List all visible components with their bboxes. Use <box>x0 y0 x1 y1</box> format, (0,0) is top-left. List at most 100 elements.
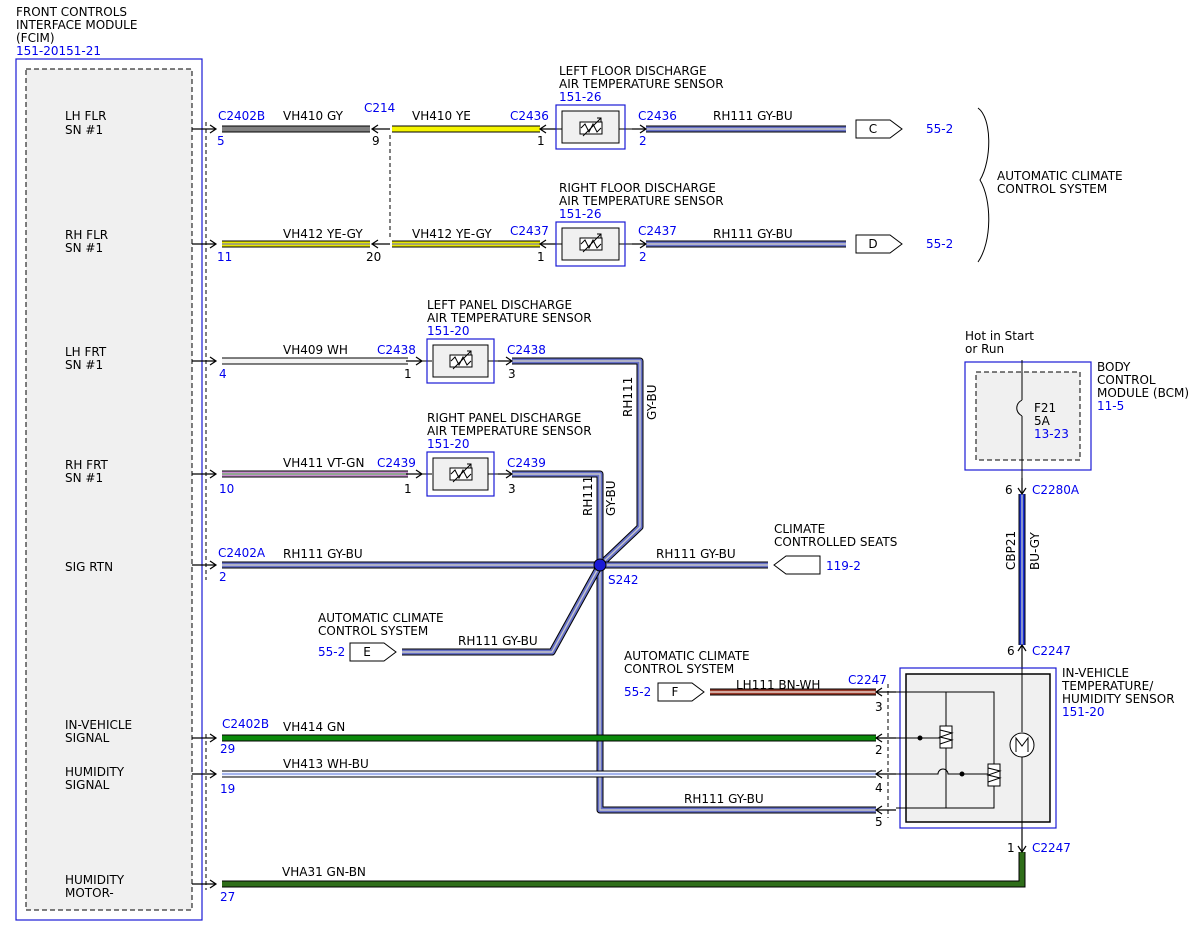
wire-rh111-rpanel-stripe <box>512 473 876 811</box>
bcm-module: Hot in Start or Run F21 5A 13-23 BODY CO… <box>964 329 1189 478</box>
fcim-pin-invehicle-2: SIGNAL <box>65 731 110 745</box>
sensor-lp-line-2: AIR TEMPERATURE SENSOR <box>427 311 592 325</box>
sensor-lf-line-1: LEFT FLOOR DISCHARGE <box>559 64 707 78</box>
fcim-pin-labels: LH FLR SN #1 RH FLR SN #1 LH FRT SN #1 R… <box>65 109 132 900</box>
wire-vha31 <box>222 852 1025 887</box>
fcim-pin-lh-flr-1: LH FLR <box>65 109 106 123</box>
wire-rh111-e-stripe <box>402 564 601 653</box>
offpage-ref-seats: CLIMATE CONTROLLED SEATS 119-2 <box>773 522 897 575</box>
connector-names: C2402B C214 C2436 C2436 C2437 C2437 C243… <box>218 101 1080 855</box>
pin-11: 11 <box>217 250 232 264</box>
fcim-pin-rh-flr-2: SN #1 <box>65 241 103 255</box>
connector-c214: C214 <box>364 101 395 115</box>
pin-c2436-2: 2 <box>639 134 647 148</box>
connector-c2439-l: C2439 <box>377 456 416 470</box>
arrow-fcim-29 <box>192 733 218 743</box>
wire-labels: VH410 GY VH410 YE VH412 YE-GY VH412 YE-G… <box>282 109 1042 879</box>
fuse-icon <box>1016 399 1023 417</box>
offpage-f-tag: F <box>672 685 679 699</box>
arrow-c2439-1 <box>406 469 424 479</box>
arrow-fcim-10 <box>192 469 218 479</box>
fcim-inner <box>25 68 193 911</box>
pin-c2247-5: 5 <box>875 815 883 829</box>
sensor-left-panel: LEFT PANEL DISCHARGE AIR TEMPERATURE SEN… <box>426 298 592 384</box>
connector-arrows <box>192 124 1027 889</box>
pin-c2438-1: 1 <box>404 367 412 381</box>
offpage-e-page: 55-2 <box>318 645 345 659</box>
wire-label-rh111-sigrtn: RH111 GY-BU <box>283 547 363 561</box>
offpage-ref-f: AUTOMATIC CLIMATE CONTROL SYSTEM F 55-2 <box>624 649 750 702</box>
bcm-title-1: BODY <box>1097 360 1131 374</box>
pin-c2247-2: 2 <box>875 743 883 757</box>
arrow-c2247-2 <box>874 733 896 743</box>
bcm-hot-line-1: Hot in Start <box>965 329 1034 343</box>
fcim-title-line-1: FRONT CONTROLS <box>16 5 127 19</box>
offpage-ref-c: C 55-2 <box>855 119 953 139</box>
pin-20: 20 <box>366 250 381 264</box>
wire-label-rh111-v2: RH111 <box>581 476 595 516</box>
seats-line-2: CONTROLLED SEATS <box>774 535 897 549</box>
pin-19: 19 <box>220 782 235 796</box>
offpage-f-page: 55-2 <box>624 685 651 699</box>
bcm-inner <box>975 371 1081 461</box>
offpage-refs: C 55-2 D 55-2 AUTOMATIC CLIMATE CONTROL … <box>318 107 1123 702</box>
connector-c2247-top: C2247 <box>1032 644 1071 658</box>
fcim-pin-rh-flr-1: RH FLR <box>65 228 108 242</box>
wire-label-vh409: VH409 WH <box>283 343 348 357</box>
thermistor-icon <box>449 350 473 370</box>
connector-c2247-bottom: C2247 <box>1032 841 1071 855</box>
sensor-rp-line-2: AIR TEMPERATURE SENSOR <box>427 424 592 438</box>
sensor-lp-ref: 151-20 <box>427 324 470 338</box>
sensor-lf-outline <box>555 104 626 150</box>
arrow-c2436-1 <box>538 124 556 134</box>
arrow-fcim-4 <box>192 356 218 366</box>
gy-bu-network <box>222 357 876 814</box>
fcim-title-line-3: (FCIM) <box>16 31 55 45</box>
acc-brace-line-1: AUTOMATIC CLIMATE <box>997 169 1123 183</box>
fcim-ref: 151-20151-21 <box>16 44 101 58</box>
thermistor-icon <box>579 117 603 137</box>
connector-c2247-left: C2247 <box>848 673 887 687</box>
sensors: LEFT FLOOR DISCHARGE AIR TEMPERATURE SEN… <box>426 64 724 497</box>
arrow-fcim-5 <box>192 124 218 134</box>
fcim-pin-hmotor-1: HUMIDITY <box>65 873 125 887</box>
pin-c2247-4: 4 <box>875 781 883 795</box>
arrow-fcim-19 <box>192 769 218 779</box>
pin-c2439-3: 3 <box>508 482 516 496</box>
wire-label-vh413: VH413 WH-BU <box>283 757 369 771</box>
wire-label-gy-bu-v1: GY-BU <box>645 384 659 420</box>
seats-line-1: CLIMATE <box>774 522 825 536</box>
fcim-pin-lh-frt-1: LH FRT <box>65 345 107 359</box>
pin-27: 27 <box>220 890 235 904</box>
sensor-right-floor: RIGHT FLOOR DISCHARGE AIR TEMPERATURE SE… <box>555 181 724 267</box>
thermistor-icon <box>449 463 473 483</box>
offpage-c-page: 55-2 <box>926 122 953 136</box>
pin-c2439-1: 1 <box>404 482 412 496</box>
invehicle-title-3: HUMIDITY SENSOR <box>1062 692 1175 706</box>
wire-label-gy-bu-v2: GY-BU <box>604 480 618 516</box>
pin-c2247-3: 3 <box>875 700 883 714</box>
sensor-rf-line-2: AIR TEMPERATURE SENSOR <box>559 194 724 208</box>
fcim-pin-lh-flr-2: SN #1 <box>65 123 103 137</box>
pin-c2280a-6: 6 <box>1005 483 1013 497</box>
offpage-e-line-1: AUTOMATIC CLIMATE <box>318 611 444 625</box>
arrow-c2247-3 <box>874 687 896 697</box>
seats-page: 119-2 <box>826 559 861 573</box>
sensor-lp-outline <box>426 338 495 384</box>
wire-label-rh111-v1: RH111 <box>621 377 635 417</box>
pin-c2436-1: 1 <box>537 134 545 148</box>
fcim-arrows <box>192 124 218 889</box>
pin-2: 2 <box>219 570 227 584</box>
wire-label-vha31: VHA31 GN-BN <box>282 865 366 879</box>
offpage-c-tag: C <box>869 122 877 136</box>
wire-label-rh111-c: RH111 GY-BU <box>713 109 793 123</box>
invehicle-internal <box>896 668 1035 828</box>
pin-c2437-2: 2 <box>639 250 647 264</box>
pin-9: 9 <box>372 134 380 148</box>
offpage-f-line-2: CONTROL SYSTEM <box>624 662 734 676</box>
offpage-d-tag: D <box>868 237 877 251</box>
wire-label-vh414: VH414 GN <box>283 720 345 734</box>
pin-10: 10 <box>219 482 234 496</box>
connector-c2402b-top: C2402B <box>218 109 265 123</box>
